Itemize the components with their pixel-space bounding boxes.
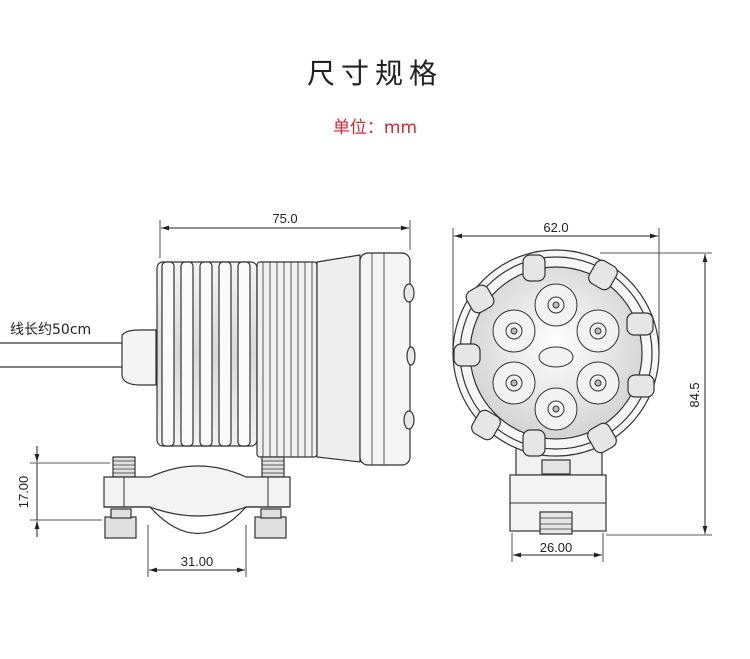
label-base-width: 26.00 [540, 540, 573, 555]
side-view [0, 252, 416, 539]
heat-sink-fins [161, 261, 251, 447]
side-dimensions [30, 220, 411, 577]
led-reflectors [492, 283, 620, 431]
stand-nut [541, 459, 571, 475]
label-side-length: 75.0 [272, 211, 297, 226]
front-dimensions [452, 228, 712, 562]
label-front-height: 84.5 [687, 382, 702, 407]
stand-bottom-screw [539, 511, 573, 535]
label-cable-length: 线长约50cm [10, 322, 91, 338]
front-bezel [359, 252, 411, 466]
ring-body [256, 261, 318, 458]
label-clamp-width: 31.00 [181, 554, 214, 569]
front-view [452, 249, 660, 535]
bezel-studs [403, 283, 416, 430]
clamp-bottom [104, 506, 290, 535]
housing-taper [316, 254, 361, 463]
label-bracket-height: 17.00 [16, 476, 31, 509]
lower-screws [104, 508, 287, 539]
page-title: 尺寸规格 [306, 57, 443, 90]
front-studs [453, 254, 655, 457]
unit-label: 单位：mm [332, 118, 418, 138]
label-front-width: 62.0 [543, 220, 568, 235]
cable-gland [121, 329, 157, 386]
cable [0, 342, 122, 368]
